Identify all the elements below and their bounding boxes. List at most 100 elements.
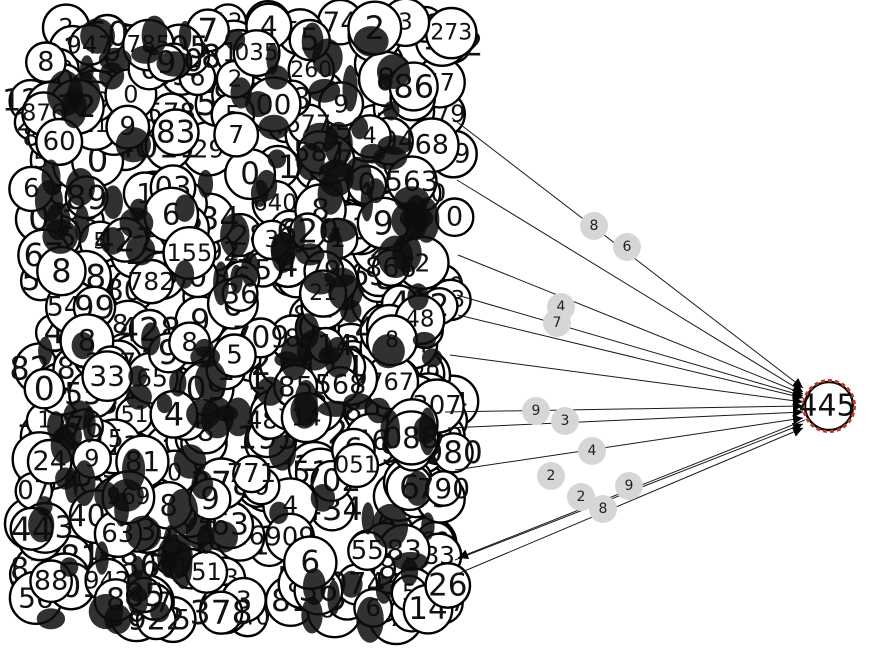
graph-node-circle[interactable] (35, 117, 84, 166)
graph-node[interactable]: 83 (151, 108, 200, 157)
overlap-blob (241, 251, 259, 287)
overlap-blob (98, 47, 132, 72)
overlap-blob (60, 557, 79, 577)
overlap-blob (71, 332, 95, 360)
edge-weight-text: 9 (625, 478, 634, 494)
graph-node[interactable]: 051 (333, 442, 380, 489)
edge-4-to-445[interactable] (444, 401, 804, 413)
edge-6-to-445[interactable] (456, 294, 804, 398)
graph-node-label: 378 (190, 593, 253, 632)
target-node[interactable]: 445 (798, 379, 856, 433)
graph-node-label: 8 (51, 252, 71, 290)
graph-node-circle[interactable] (213, 111, 260, 158)
edge-weight-label: 2 (537, 462, 565, 490)
overlap-blob (45, 202, 71, 241)
overlap-blob (47, 70, 83, 117)
overlap-blob (340, 299, 362, 323)
graph-node-label: 33 (89, 360, 125, 393)
overlap-blob (100, 227, 125, 255)
graph-node-label: 782 (127, 267, 175, 296)
edge-weight-label: 3 (551, 407, 579, 435)
edge-4-to-445[interactable] (454, 414, 804, 471)
overlap-blob (161, 550, 176, 571)
graph-node[interactable]: 8 (25, 41, 67, 84)
overlap-blob (194, 359, 227, 403)
graph-node[interactable]: 0 (23, 367, 66, 410)
graph-node[interactable]: 26 (424, 562, 472, 609)
overlap-blob (213, 261, 229, 306)
edge-7-to-445[interactable] (454, 427, 804, 576)
edge-0-to-445[interactable] (457, 314, 804, 401)
overlap-blob (310, 484, 336, 512)
graph-node[interactable]: 60 (35, 117, 84, 166)
graph-node-label: 051 (334, 453, 378, 479)
overlap-blob (361, 502, 375, 535)
graph-node[interactable]: 771 (227, 454, 277, 494)
graph-node[interactable]: 909 (265, 512, 316, 563)
overlap-blob (295, 243, 325, 266)
graph-node[interactable]: 782 (127, 258, 175, 305)
graph-node-label: 83 (156, 114, 195, 150)
overlap-blob (74, 204, 90, 243)
overlap-blob (302, 568, 326, 606)
graph-node-label: 7 (197, 11, 218, 50)
overlap-blob (128, 365, 148, 387)
edge-weight-label: 7 (543, 309, 571, 337)
edge-3-to-445[interactable] (449, 354, 804, 406)
graph-node-circle[interactable] (23, 367, 66, 410)
graph-node[interactable]: 7 (213, 111, 260, 158)
edge-weight-label-bg (578, 437, 606, 465)
overlap-blob (258, 114, 290, 140)
graph-node[interactable]: 378 (190, 590, 253, 635)
overlap-blob (197, 169, 214, 198)
edge-1-to-445[interactable] (457, 254, 804, 395)
overlap-blob (400, 558, 419, 586)
overlap-blob (375, 576, 392, 604)
edge-weight-text: 4 (557, 299, 566, 315)
edge-weight-label-bg (615, 472, 643, 500)
overlap-blob (191, 470, 214, 500)
overlap-blob (66, 168, 95, 206)
overlap-blob (186, 398, 221, 430)
edge-weight-text: 6 (623, 239, 632, 255)
overlap-blob (302, 122, 339, 153)
dense-node-cluster: 3738153385789142969310190462095627408736… (2, 0, 483, 646)
graph-node[interactable]: 273 (424, 6, 478, 60)
overlap-blob (360, 143, 386, 164)
overlap-blob (95, 541, 109, 575)
overlap-blob (73, 460, 96, 507)
graph-node-circle[interactable] (232, 454, 271, 494)
edge-weight-label-bg (613, 233, 641, 261)
graph-node[interactable]: 8 (36, 245, 87, 297)
graph-node-circle[interactable] (25, 41, 67, 84)
edge-weight-label-bg (543, 309, 571, 337)
graph-node-circle[interactable] (151, 108, 200, 157)
graph-node-circle[interactable] (424, 562, 472, 609)
overlap-blob (294, 379, 318, 427)
overlap-blob (230, 264, 243, 294)
overlap-blob (141, 322, 161, 356)
overlap-blob (38, 336, 53, 366)
edge-weight-label-bg (589, 495, 617, 523)
edge-9-to-445[interactable] (456, 179, 804, 393)
graph-node[interactable]: 51 (184, 550, 229, 594)
graph-node[interactable]: 5 (212, 333, 257, 378)
graph-node-circle[interactable] (333, 442, 380, 489)
edge-weight-label: 9 (615, 472, 643, 500)
overlap-blob (250, 179, 269, 207)
overlap-blob (383, 101, 400, 121)
overlap-blob (126, 384, 152, 410)
overlap-blob (80, 18, 115, 54)
overlap-blob (125, 569, 153, 603)
overlap-blob (301, 596, 323, 634)
edge-group (444, 117, 806, 576)
graph-node-circle[interactable] (198, 590, 244, 635)
edge-weight-text: 2 (547, 468, 556, 484)
overlap-blob (173, 444, 207, 479)
graph-node[interactable]: 33 (81, 350, 134, 402)
graph-node[interactable]: 0 (434, 197, 475, 238)
graph-node-label: 9 (373, 204, 394, 243)
edge-8-to-445[interactable] (447, 407, 804, 429)
